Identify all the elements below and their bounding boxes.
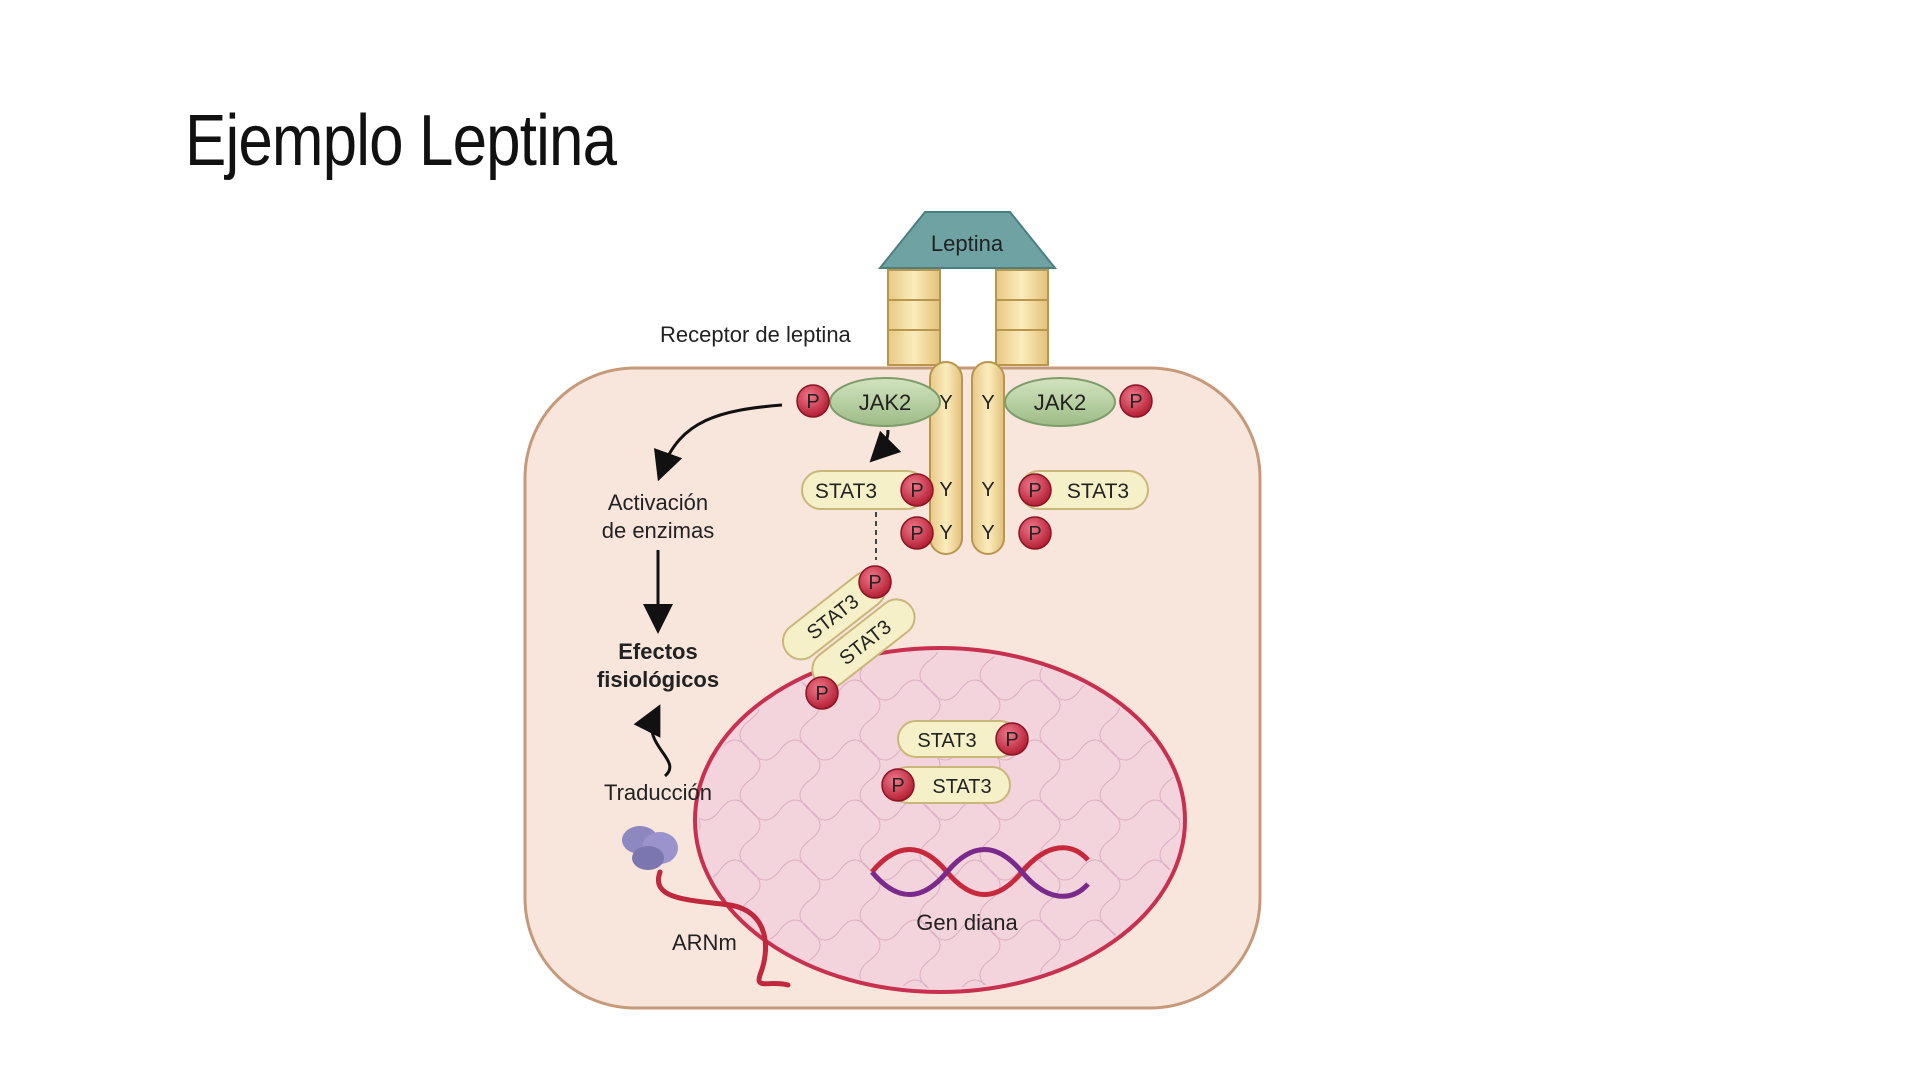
svg-text:JAK2: JAK2	[859, 390, 912, 415]
phosphate-dimer-top: P	[858, 565, 892, 599]
svg-text:Activación: Activación	[608, 490, 708, 515]
arrow-translation-to-effects	[633, 704, 672, 778]
mrna-strand	[655, 869, 791, 988]
target-gene-dna	[870, 845, 1090, 899]
svg-text:de enzimas: de enzimas	[602, 518, 715, 543]
stat3-dimer: STAT3 STAT3	[782, 570, 916, 689]
stat3-nuclear-bottom: STAT3 P	[881, 766, 1011, 804]
svg-text:STAT3: STAT3	[815, 480, 877, 503]
stat3-bound-left: STAT3	[801, 470, 927, 510]
enzyme-activation-label: Activación de enzimas	[602, 490, 715, 543]
stat3-nuclear-top: STAT3 P	[897, 720, 1029, 758]
svg-text:P: P	[815, 683, 828, 705]
mrna-label: ARNm	[672, 930, 737, 955]
svg-text:JAK2: JAK2	[1034, 390, 1087, 415]
svg-text:Y: Y	[939, 392, 952, 414]
svg-text:fisiológicos: fisiológicos	[597, 667, 719, 692]
stat3-bound-right: STAT3	[1019, 470, 1149, 510]
phosphate-groups: P P P P P P	[796, 384, 1153, 550]
receptor-label: Receptor de leptina	[660, 322, 852, 347]
svg-text:Y: Y	[981, 392, 994, 414]
svg-text:P: P	[1028, 480, 1041, 502]
svg-text:P: P	[1028, 523, 1041, 545]
svg-text:P: P	[910, 523, 923, 545]
phosphate-stat3-left: P	[900, 473, 934, 507]
svg-text:Efectos: Efectos	[618, 639, 697, 664]
phosphate-stat3-right: P	[1018, 473, 1052, 507]
svg-text:P: P	[806, 391, 819, 413]
jak2-left: JAK2	[829, 377, 941, 427]
svg-text:STAT3: STAT3	[917, 730, 976, 752]
svg-text:P: P	[1005, 729, 1018, 751]
leptin-label: Leptina	[931, 231, 1004, 256]
leptin-hormone: Leptina	[877, 211, 1058, 269]
svg-text:STAT3: STAT3	[1067, 480, 1129, 503]
phosphate-dimer-bottom: P	[805, 676, 839, 710]
arrow-jak2-to-enzymes	[653, 403, 783, 482]
svg-text:P: P	[1129, 391, 1142, 413]
svg-text:Y: Y	[981, 479, 994, 501]
ribosome-icon	[622, 826, 678, 870]
svg-text:Y: Y	[981, 522, 994, 544]
svg-text:Y: Y	[939, 479, 952, 501]
tyrosine-labels: Y Y Y Y Y Y	[939, 392, 994, 544]
phosphate-receptor-right: P	[1018, 516, 1052, 550]
phosphate-jak2-left: P	[796, 384, 830, 418]
svg-text:STAT3: STAT3	[932, 776, 991, 798]
svg-text:P: P	[910, 480, 923, 502]
arrow-jak2-to-stat3	[869, 429, 902, 463]
svg-text:P: P	[868, 572, 881, 594]
phosphate-jak2-right: P	[1119, 384, 1153, 418]
nucleus	[693, 646, 1187, 994]
target-gene-label: Gen diana	[916, 910, 1018, 935]
svg-text:Y: Y	[939, 522, 952, 544]
physiological-effects-label: Efectos fisiológicos	[597, 639, 719, 692]
svg-text:P: P	[891, 775, 904, 797]
phosphate-receptor-left: P	[900, 516, 934, 550]
jak2-right: JAK2	[1004, 377, 1116, 427]
translation-label: Traducción	[604, 780, 712, 805]
slide-title: Ejemplo Leptina	[185, 101, 617, 181]
